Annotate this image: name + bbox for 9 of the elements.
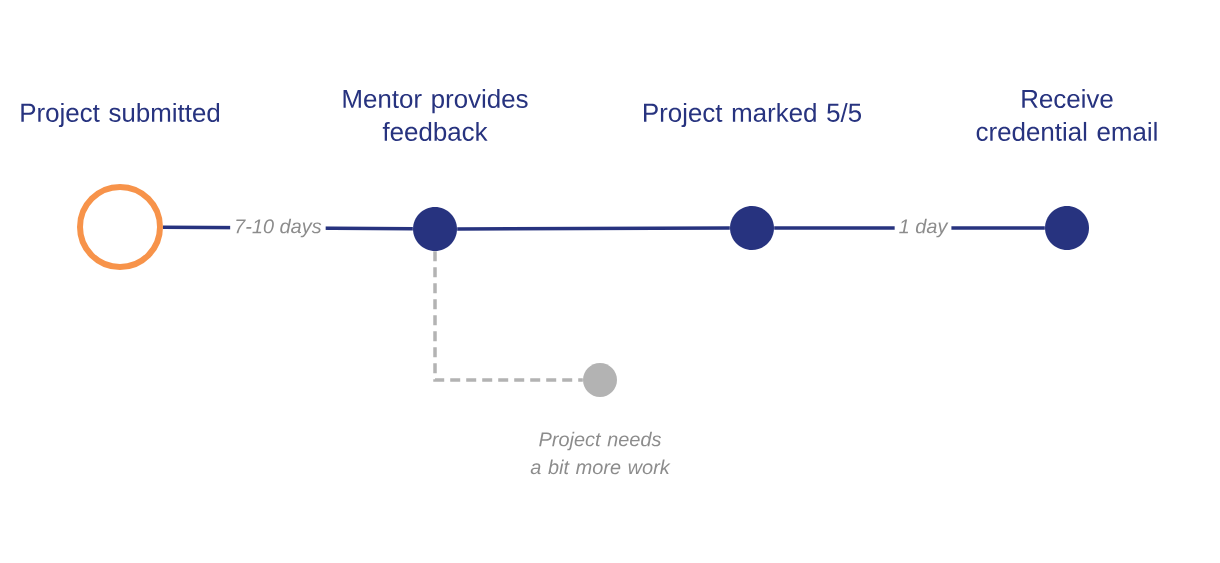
node-caption: Project needs a bit more work (530, 431, 671, 475)
node-heading: Project submitted (21, 102, 220, 128)
node-heading: Project marked 5/5 (644, 102, 861, 128)
edge-label: 7-10 days (230, 215, 326, 241)
node-heading: Mentor provides feedback (343, 89, 528, 141)
connector-line (457, 226, 730, 231)
node-heading: Receive credential email (976, 89, 1157, 141)
connector-line (433, 251, 583, 382)
edge-label: 1 day (894, 215, 952, 241)
